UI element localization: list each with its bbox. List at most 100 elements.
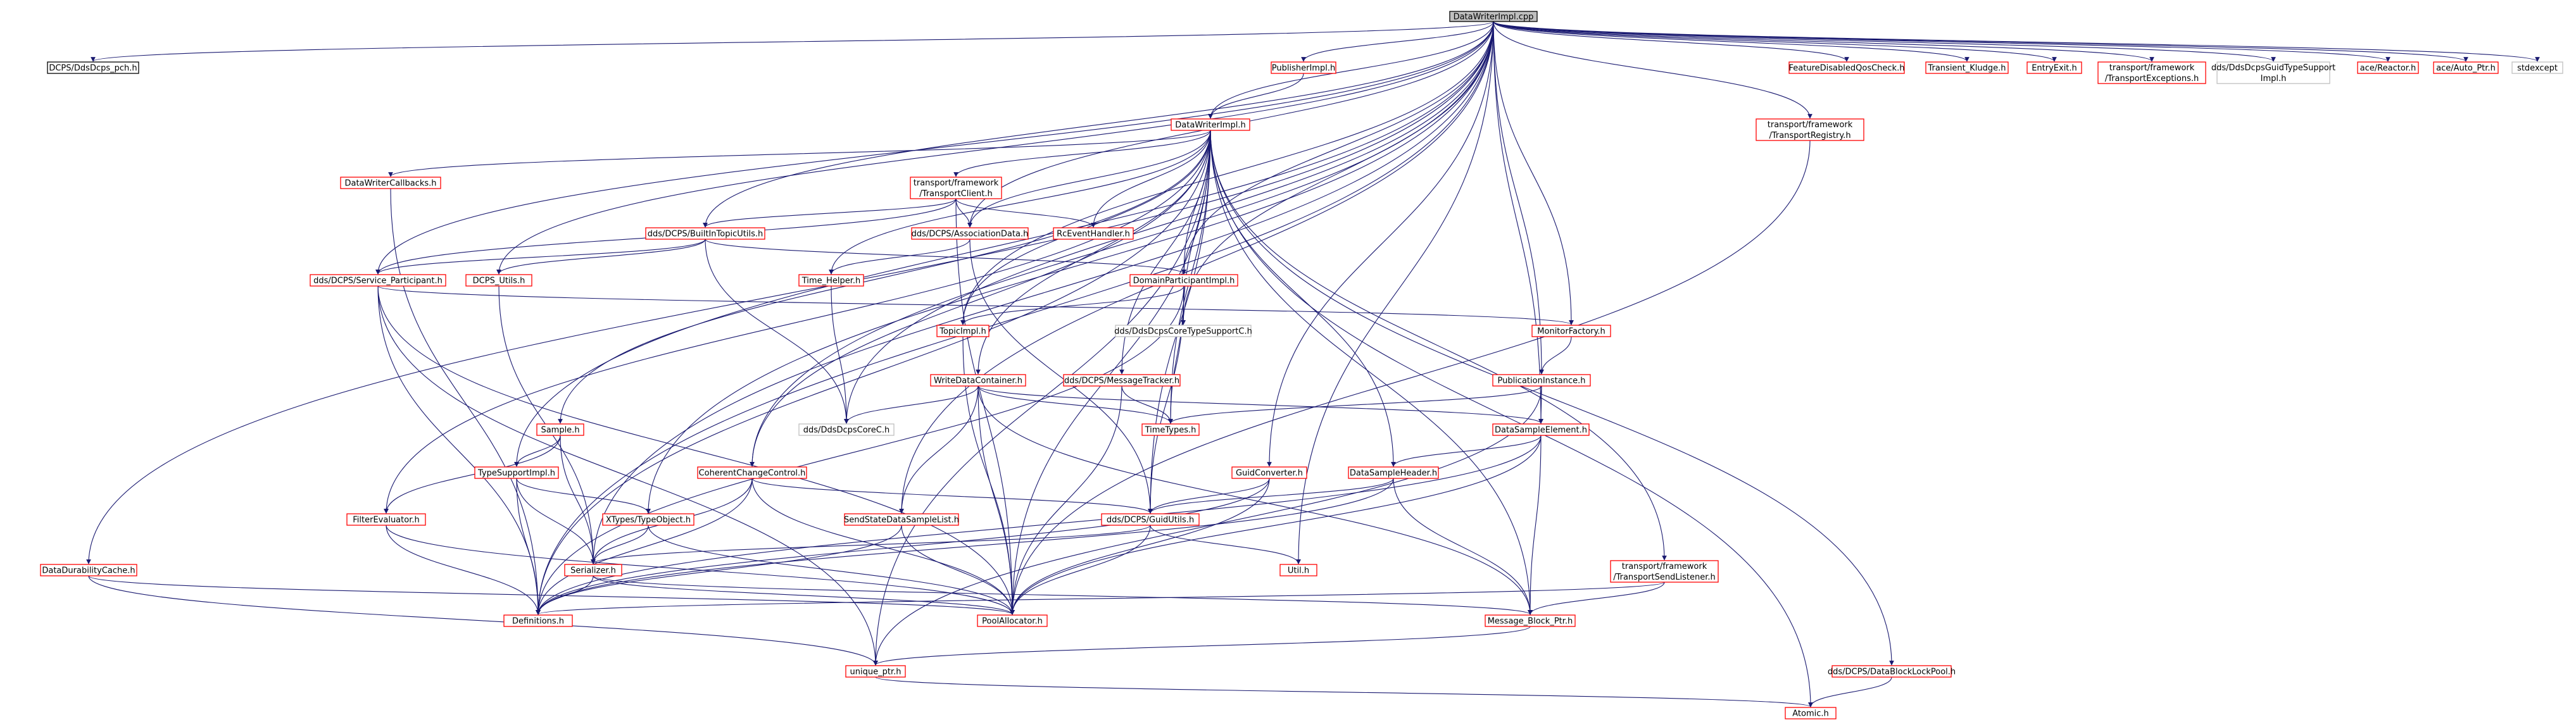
node-box [503,614,573,627]
node-acereactor[interactable]: ace/Reactor.h [2357,61,2419,74]
edge-datasampleelement-to-messageblockptr [1528,435,1542,615]
node-label: Message_Block_Ptr.h [1488,617,1573,626]
edge-uniqueptr-to-atomic [875,676,1813,707]
node-box [1129,274,1238,287]
edge-datawriterimpl-to-coherentchangecontrol [750,130,1211,467]
node-serviceparticipant[interactable]: dds/DCPS/Service_Participant.h [310,274,446,287]
node-label: TopicImpl.h [939,327,986,337]
node-associationdata[interactable]: dds/DCPS/AssociationData.h [911,227,1029,240]
node-label: /TransportRegistry.h [1769,131,1850,140]
node-corec: dds/DdsDcpsCoreC.h [798,423,895,436]
node-uniqueptr[interactable]: unique_ptr.h [845,665,906,678]
edge-datawriterimpl-to-transportsendlistener [1210,130,1667,561]
node-datawriterimpl[interactable]: DataWriterImpl.h [1171,118,1250,131]
node-writedatacontainer[interactable]: WriteDataContainer.h [930,374,1026,387]
edge-root-to-transient [1493,21,1970,62]
node-guidconverter[interactable]: GuidConverter.h [1231,466,1307,479]
node-label: DataWriterImpl.h [1175,121,1245,130]
node-entryexit[interactable]: EntryExit.h [2026,61,2082,74]
node-box [1449,11,1538,22]
node-transportregistry[interactable]: transport/framework/TransportRegistry.h [1756,118,1864,141]
edge-writedatacontainer-to-datasampleelement [977,385,1543,424]
edge-sample-to-filterevaluator [384,435,561,514]
node-featuredisabled[interactable]: FeatureDisabledQosCheck.h [1788,61,1905,74]
node-label: DataWriterImpl.cpp [1454,13,1534,22]
edge-transportclient-to-rceventhandler [955,198,1096,228]
node-root[interactable]: DataWriterImpl.cpp [1449,11,1538,22]
node-label: /TransportClient.h [919,189,992,199]
node-label: dds/DCPS/GuidUtils.h [1107,516,1194,525]
node-stdexcept: stdexcept [2511,61,2563,74]
node-transportclient[interactable]: transport/framework/TransportClient.h [910,177,1002,199]
node-messagetracker[interactable]: dds/DCPS/MessageTracker.h [1063,374,1181,387]
node-dcpsutils[interactable]: DCPS_Utils.h [465,274,532,287]
edge-datawriterimpl-to-filterevaluator [384,130,1211,514]
edge-writedatacontainer-to-sendstate [899,385,979,514]
node-label: DataWriterCallbacks.h [344,179,436,189]
node-box [1053,227,1134,240]
node-poolallocator[interactable]: PoolAllocator.h [977,614,1048,627]
node-transient[interactable]: Transient_Kludge.h [1925,61,2009,74]
edge-datawritercallbacks-to-definitions [390,188,541,615]
node-label: DomainParticipantImpl.h [1133,277,1235,286]
node-coretypesupportc: dds/DdsDcpsCoreTypeSupportC.h [1114,325,1252,337]
node-util[interactable]: Util.h [1279,564,1317,576]
node-timehelper[interactable]: Time_Helper.h [798,274,864,287]
node-datadurabilitycache[interactable]: DataDurabilityCache.h [40,564,137,576]
node-filterevaluator[interactable]: FilterEvaluator.h [346,513,426,526]
edge-datawriterimpl-to-atomic [1210,130,1813,707]
node-monitorfactory[interactable]: MonitorFactory.h [1531,325,1611,337]
edge-transportsendlistener-to-definitions [536,582,1665,615]
node-coherentchangecontrol[interactable]: CoherentChangeControl.h [697,466,807,479]
edge-root-to-guidconverter [1267,21,1494,467]
node-datasampleheader[interactable]: DataSampleHeader.h [1348,466,1439,479]
node-label: dds/DdsDcpsGuidTypeSupport [2211,63,2335,73]
node-box [1231,466,1307,479]
node-transportsendlistener[interactable]: transport/framework/TransportSendListene… [1610,560,1719,583]
node-typesupportimpl[interactable]: TypeSupportImpl.h [474,466,559,479]
node-sample[interactable]: Sample.h [536,423,584,436]
edge-guidutils-to-util [1150,525,1301,564]
node-box [2511,61,2563,74]
node-datawritercallbacks[interactable]: DataWriterCallbacks.h [340,177,441,189]
edge-publicationinstance-to-uniqueptr [873,385,1542,666]
node-rceventhandler[interactable]: RcEventHandler.h [1053,227,1134,240]
edge-writedatacontainer-to-corec [844,385,979,424]
edge-datawriterimpl-to-associationdata [967,130,1211,228]
edge-root-to-publisherimpl [1301,21,1494,62]
node-label: stdexcept [2517,64,2558,73]
edge-root-to-coherentchangecontrol [750,21,1494,467]
edge-serviceparticipant-to-monitorfactory [377,285,1574,325]
edge-writedatacontainer-to-poolallocator [977,385,1015,615]
node-atomic[interactable]: Atomic.h [1785,707,1837,719]
edge-builtintopicutils-to-domainparticipantimpl [705,239,1186,275]
node-datablocklockpool[interactable]: dds/DCPS/DataBlockLockPool.h [1828,665,1956,678]
node-topicimpl[interactable]: TopicImpl.h [936,325,990,337]
node-label: Sample.h [541,426,579,435]
node-domainparticipantimpl[interactable]: DomainParticipantImpl.h [1129,274,1238,287]
node-timetypes[interactable]: TimeTypes.h [1141,423,1200,436]
node-publicationinstance[interactable]: PublicationInstance.h [1492,374,1591,387]
node-builtintopicutils[interactable]: dds/DCPS/BuiltInTopicUtils.h [645,227,765,240]
node-xtypes[interactable]: XTypes/TypeObject.h [602,513,694,526]
node-serializer[interactable]: Serializer.h [564,564,622,576]
node-label: dds/DCPS/MessageTracker.h [1064,377,1179,386]
node-definitions[interactable]: Definitions.h [503,614,573,627]
edge-root-to-coretypesupportc [1181,21,1494,325]
node-aceautoptr[interactable]: ace/Auto_Ptr.h [2433,61,2499,74]
node-box [40,564,137,576]
node-label: RcEventHandler.h [1057,230,1130,239]
node-label: WriteDataContainer.h [934,377,1022,386]
node-guidutils[interactable]: dds/DCPS/GuidUtils.h [1101,513,1200,526]
node-messageblockptr[interactable]: Message_Block_Ptr.h [1485,614,1576,627]
node-label: PoolAllocator.h [982,617,1043,626]
node-datasampleelement[interactable]: DataSampleElement.h [1492,423,1590,436]
node-box [1492,374,1591,387]
node-sendstate[interactable]: SendStateDataSampleList.h [844,513,959,526]
node-transportexceptions[interactable]: transport/framework/TransportExceptions.… [2097,61,2206,84]
edge-root-to-serializer [591,21,1494,564]
node-label: TypeSupportImpl.h [477,469,555,478]
node-publisherimpl[interactable]: PublisherImpl.h [1271,61,1336,74]
edge-datawriterimpl-to-datablocklockpool [1210,130,1894,666]
